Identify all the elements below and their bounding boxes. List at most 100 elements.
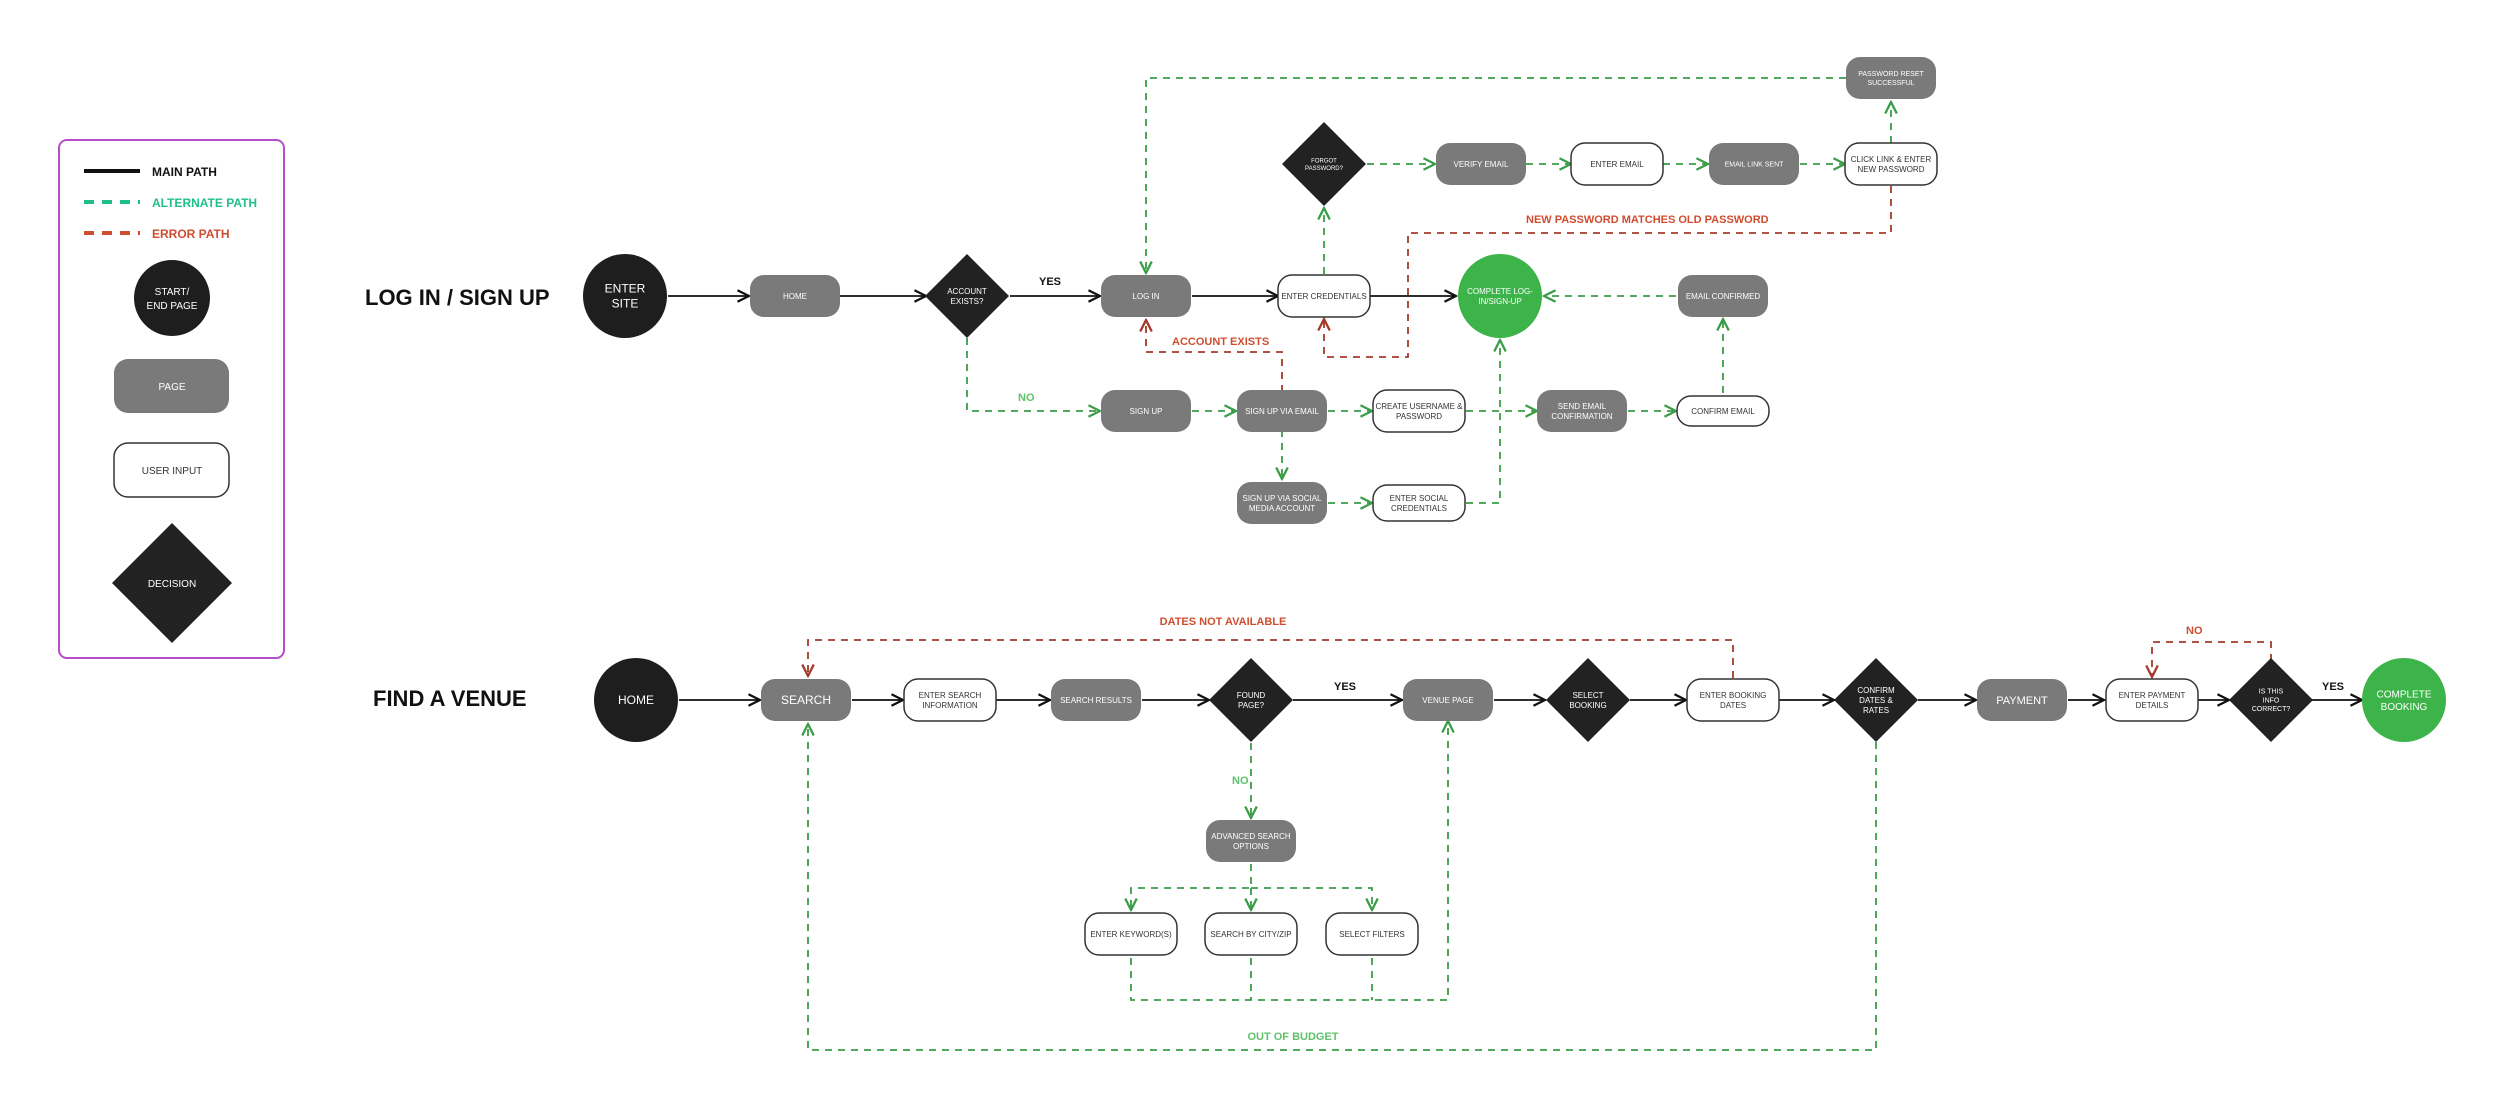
edge-advanced-to-filters: [1251, 887, 1372, 910]
node-advanced-search-shape: [1206, 820, 1296, 862]
node-enter-email-shape: [1570, 142, 1664, 186]
node-home-login-label-1: HOME: [783, 292, 807, 301]
node-enter-site-label-2: SITE: [612, 297, 639, 311]
edge-options-to-venue: [1130, 721, 1448, 1001]
edge-out-of-budget: [808, 724, 1877, 1051]
node-advanced-search-label-2: OPTIONS: [1233, 842, 1269, 851]
node-payment: PAYMENT: [1977, 679, 2067, 721]
node-email-confirmed-shape: [1678, 275, 1768, 317]
node-sign-up: SIGN UP: [1101, 390, 1191, 432]
node-complete-login-shape: [1458, 254, 1542, 338]
node-sign-up-shape: [1101, 390, 1191, 432]
label-out-of-budget: OUT OF BUDGET: [1247, 1031, 1338, 1043]
label-account-exists: ACCOUNT EXISTS: [1172, 336, 1269, 348]
node-enter-social-label-1: ENTER SOCIAL: [1390, 494, 1449, 503]
edge-error-new-password: [1324, 186, 1892, 358]
node-payment-label-1: PAYMENT: [1996, 695, 2048, 707]
node-enter-social-label-2: CREDENTIALS: [1391, 504, 1447, 513]
legend-decision-label: DECISION: [148, 579, 196, 590]
node-click-link-label-1: CLICK LINK & ENTER: [1851, 155, 1932, 164]
edge-account-exists-no: [966, 338, 1100, 411]
node-forgot-password-label-2: PASSWORD?: [1305, 166, 1344, 172]
node-confirm-email-shape: [1676, 395, 1770, 427]
legend-user-input-label: USER INPUT: [142, 466, 203, 477]
node-enter-keywords-label-1: ENTER KEYWORD(S): [1090, 930, 1172, 939]
label-yes-info: YES: [2322, 681, 2344, 693]
node-search-results-label-1: SEARCH RESULTS: [1060, 696, 1132, 705]
node-forgot-password-label-1: FORGOT: [1311, 158, 1337, 164]
edge-error-account-exists: [1146, 320, 1283, 392]
node-enter-payment-label-1: ENTER PAYMENT: [2119, 691, 2186, 700]
node-enter-payment-shape: [2105, 678, 2199, 722]
node-select-filters-label-1: SELECT FILTERS: [1339, 930, 1405, 939]
node-select-filters-shape: [1325, 912, 1419, 956]
node-email-link-sent-label-1: EMAIL LINK SENT: [1725, 161, 1785, 168]
edge-dates-not-available: [808, 639, 1734, 678]
legend-alternate-path-label: ALTERNATE PATH: [152, 196, 257, 210]
node-search-city-label-1: SEARCH BY CITY/ZIP: [1210, 930, 1291, 939]
node-enter-credentials-label-1: ENTER CREDENTIALS: [1281, 292, 1366, 301]
node-enter-site-shape: [583, 254, 667, 338]
label-yes-found: YES: [1334, 681, 1356, 693]
node-create-username-shape: [1372, 389, 1466, 433]
node-enter-booking-dates-label-1: ENTER BOOKING: [1700, 691, 1767, 700]
node-sign-up-social-label-2: MEDIA ACCOUNT: [1249, 504, 1315, 513]
node-enter-credentials: ENTER CREDENTIALS: [1277, 274, 1371, 318]
node-found-page-label-1: FOUND: [1237, 691, 1266, 700]
node-info-correct-label-3: CORRECT?: [2252, 706, 2291, 713]
node-log-in: LOG IN: [1101, 275, 1191, 317]
node-confirm-dates-label-2: DATES &: [1859, 696, 1893, 705]
node-send-email-confirmation-shape: [1537, 390, 1627, 432]
node-sign-up-email-label-1: SIGN UP VIA EMAIL: [1245, 407, 1319, 416]
node-payment-shape: [1977, 679, 2067, 721]
node-password-reset-shape: [1846, 57, 1936, 99]
label-new-password-matches: NEW PASSWORD MATCHES OLD PASSWORD: [1526, 214, 1769, 226]
section-title-venue: FIND A VENUE: [373, 686, 527, 711]
node-sign-up-email: SIGN UP VIA EMAIL: [1237, 390, 1327, 432]
node-confirm-dates-label-1: CONFIRM: [1857, 686, 1895, 695]
edge-info-correct-no: [2152, 641, 2272, 677]
node-confirm-dates-shape: [1834, 658, 1918, 742]
legend-user-input-shape: [113, 442, 230, 498]
node-home-venue-shape: [594, 658, 678, 742]
node-send-email-confirmation-label-1: SEND EMAIL: [1558, 402, 1607, 411]
node-click-link-shape: [1844, 142, 1938, 186]
legend-main-path-label: MAIN PATH: [152, 165, 217, 179]
node-search: SEARCH: [761, 679, 851, 721]
node-enter-payment-label-2: DETAILS: [2136, 701, 2169, 710]
node-complete-login-label-1: COMPLETE LOG-: [1467, 287, 1533, 296]
node-search-label-1: SEARCH: [781, 693, 831, 707]
node-venue-page-shape: [1403, 679, 1493, 721]
node-venue-page: VENUE PAGE: [1403, 679, 1493, 721]
node-enter-email-label-1: ENTER EMAIL: [1590, 160, 1644, 169]
node-log-in-shape: [1101, 275, 1191, 317]
node-confirm-email: CONFIRM EMAIL: [1676, 395, 1770, 427]
node-click-link-label-2: NEW PASSWORD: [1858, 165, 1925, 174]
node-verify-email-shape: [1436, 143, 1526, 185]
node-info-correct-label-2: INFO: [2263, 697, 2280, 704]
login-edges: [668, 77, 1892, 504]
node-complete-login: COMPLETE LOG-IN/SIGN-UP: [1458, 254, 1542, 338]
node-create-username: CREATE USERNAME &PASSWORD: [1372, 389, 1466, 433]
node-home-login-shape: [750, 275, 840, 317]
node-select-filters: SELECT FILTERS: [1325, 912, 1419, 956]
edge-social-credentials-to-complete: [1466, 340, 1500, 504]
legend: MAIN PATH ALTERNATE PATH ERROR PATH STAR…: [58, 139, 285, 659]
node-enter-email: ENTER EMAIL: [1570, 142, 1664, 186]
node-home-venue-label-1: HOME: [618, 693, 654, 707]
node-search-shape: [761, 679, 851, 721]
label-dates-not-available: DATES NOT AVAILABLE: [1160, 616, 1287, 628]
section-title-login: LOG IN / SIGN UP: [365, 285, 550, 310]
node-account-exists-shape: [925, 254, 1009, 338]
